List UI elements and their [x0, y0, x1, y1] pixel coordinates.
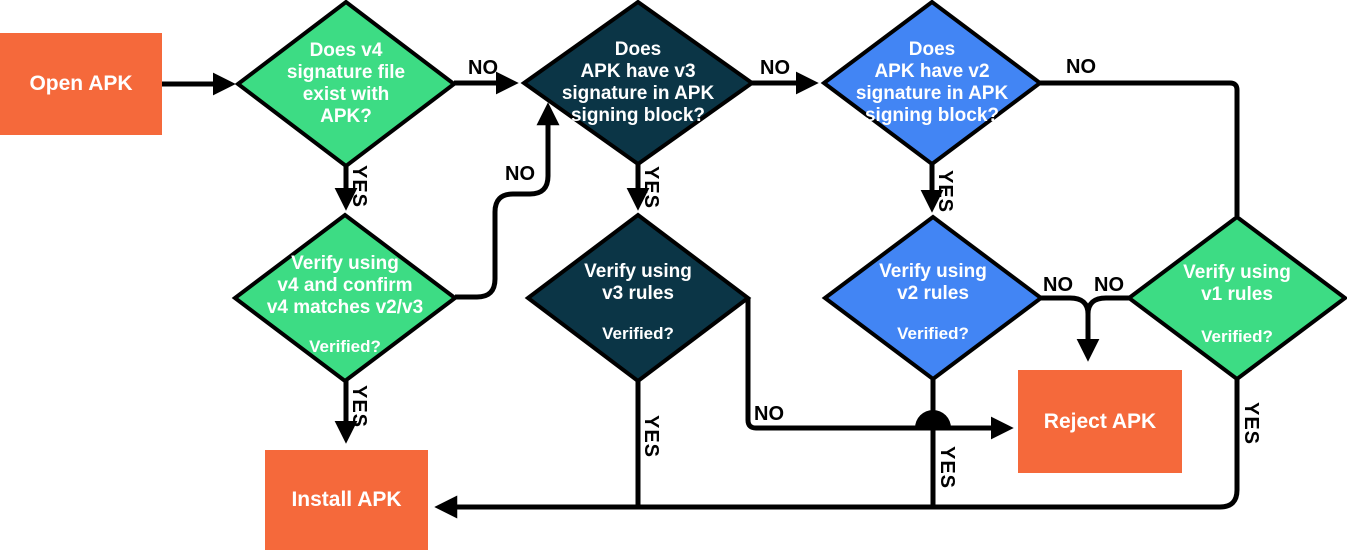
edge-verifyv1-no: [1085, 295, 1129, 315]
node-reject-apk: Reject APK: [1018, 370, 1182, 473]
edge-v2block-no: [1040, 80, 1240, 216]
node-reject-apk-label: Reject APK: [1043, 409, 1157, 433]
node-open-apk-label: Open APK: [29, 72, 133, 95]
node-install-apk: Install APK: [265, 450, 428, 550]
edge-verifyv1-yes-to-install: [434, 379, 1240, 519]
edge-verifyv4-no: [455, 102, 560, 300]
decision-v3-in-block-shape: [520, 0, 756, 167]
decision-verify-v3-shape: [524, 212, 752, 384]
decision-v4-exists-shape: [234, 0, 458, 169]
decision-v2-in-block-shape: [820, 0, 1044, 167]
decision-verify-v2-shape: [821, 214, 1045, 382]
node-install-apk-label: Install APK: [291, 488, 402, 511]
edge-verifyv2-no: [1041, 295, 1100, 362]
line-hop-bridge: [915, 410, 951, 428]
node-open-apk: Open APK: [0, 33, 162, 135]
decision-verify-v1-shape: [1125, 214, 1347, 382]
decision-verify-v4-shape: [231, 212, 459, 384]
edge-verifyv3-no: [745, 298, 1014, 440]
